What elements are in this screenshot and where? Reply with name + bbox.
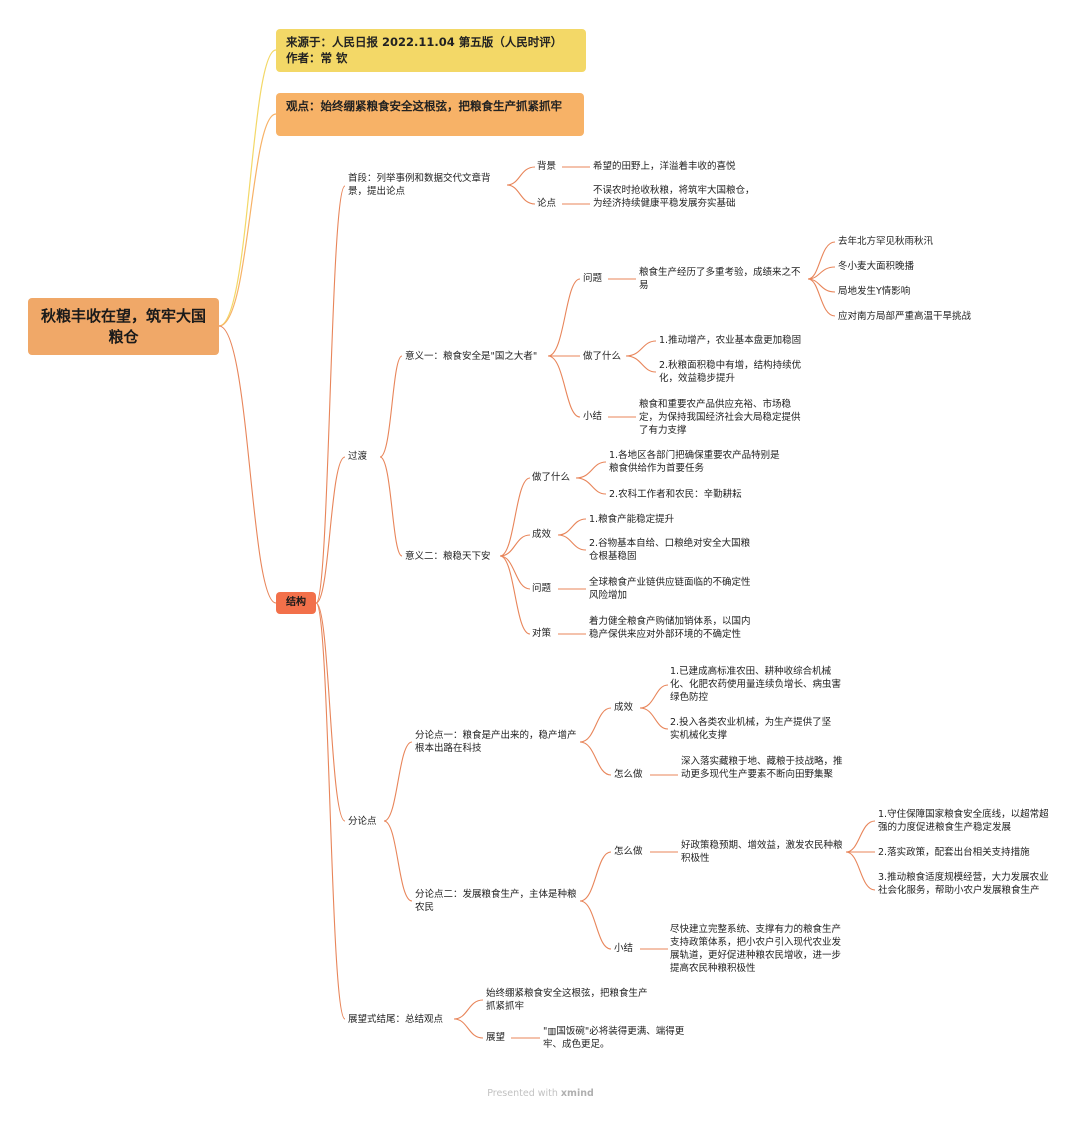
m1-problem-item-2[interactable]: 冬小麦大面积晚播 (838, 261, 915, 272)
meaning-one-title[interactable]: 意义一：粮食安全是"国之大者" (405, 351, 538, 362)
p2-how-text[interactable]: 好政策稳预期、增效益，激发农民种粮积极性 (681, 840, 843, 864)
p2-summary-label[interactable]: 小结 (614, 943, 634, 954)
m2-problem-text[interactable]: 全球粮食产业链供应链面临的不确定性风险增加 (589, 577, 751, 601)
outlook-label[interactable]: 展望 (486, 1032, 506, 1043)
p2-how-label[interactable]: 怎么做 (614, 846, 643, 857)
p1-how-label[interactable]: 怎么做 (614, 769, 643, 780)
section-transition-title[interactable]: 过渡 (348, 451, 368, 462)
m1-action-item-1[interactable]: 1.推动增产，农业基本盘更加稳固 (659, 335, 802, 346)
m2-problem-label[interactable]: 问题 (532, 583, 552, 594)
background-text[interactable]: 希望的田野上，洋溢着丰收的喜悦 (593, 161, 736, 172)
argument-label[interactable]: 论点 (537, 198, 557, 209)
p1-how-text[interactable]: 深入落实藏粮于地、藏粮于技战略，推动更多现代生产要素不断向田野集聚 (681, 756, 843, 780)
section-ending-title[interactable]: 展望式结尾：总结观点 (348, 1014, 444, 1025)
author-line: 作者：常 钦 (286, 51, 348, 65)
source-note[interactable]: 来源于：人民日报 2022.11.04 第五版（人民时评） 作者：常 钦 (276, 29, 586, 72)
p2-summary-text[interactable]: 尽快建立完整系统、支撑有力的粮食生产支持政策体系，把小农户引入现代农业发展轨道，… (670, 924, 842, 974)
m1-problem-item-1[interactable]: 去年北方罕见秋雨秋汛 (838, 236, 934, 247)
m1-summary-label[interactable]: 小结 (583, 411, 603, 422)
m2-action-item-1[interactable]: 1.各地区各部门把确保重要农产品特别是粮食供给作为首要任务 (609, 450, 780, 474)
outlook-text[interactable]: "▥国饭碗"必将装得更满、端得更牢、成色更足。 (543, 1026, 685, 1050)
footer-prefix: Presented with (487, 1088, 561, 1099)
m1-summary-text[interactable]: 粮食和重要农产品供应充裕、市场稳定，为保持我国经济社会大局稳定提供了有力支撑 (639, 399, 801, 436)
m1-problem-text[interactable]: 粮食生产经历了多重考验，成绩来之不易 (639, 267, 801, 291)
m2-effect-item-1[interactable]: 1.粮食产能稳定提升 (589, 514, 675, 525)
presented-with-footer: Presented with xmind (0, 1088, 1081, 1099)
m1-problem-label[interactable]: 问题 (583, 273, 603, 284)
m2-effect-item-2[interactable]: 2.谷物基本自给、口粮绝对安全大国粮仓根基稳固 (589, 538, 751, 562)
subpoint-one-title[interactable]: 分论点一：粮食是产出来的，稳产增产根本出路在科技 (415, 730, 577, 754)
section-subpoints-title[interactable]: 分论点 (348, 816, 377, 827)
meaning-two-title[interactable]: 意义二：粮稳天下安 (405, 551, 491, 562)
p2-how-item-1[interactable]: 1.守住保障国家粮食安全底线，以超常超强的力度促进粮食生产稳定发展 (878, 809, 1049, 833)
xmind-brand: xmind (560, 1088, 594, 1099)
m2-action-item-2[interactable]: 2.农科工作者和农民：辛勤耕耘 (609, 489, 742, 500)
m2-countermeasure-text[interactable]: 着力健全粮食产购储加销体系，以国内稳产保供来应对外部环境的不确定性 (589, 616, 751, 640)
m2-countermeasure-label[interactable]: 对策 (532, 628, 552, 639)
m2-effect-label[interactable]: 成效 (532, 529, 552, 540)
viewpoint-topic[interactable]: 观点：始终绷紧粮食安全这根弦，把粮食生产抓紧抓牢 (276, 93, 584, 136)
root-topic[interactable]: 秋粮丰收在望，筑牢大国粮仓 (28, 298, 219, 355)
p1-effect-label[interactable]: 成效 (614, 702, 634, 713)
m1-action-item-2[interactable]: 2.秋粮面积稳中有增，结构持续优化，效益稳步提升 (659, 360, 802, 384)
p2-how-item-2[interactable]: 2.落实政策，配套出台相关支持措施 (878, 847, 1030, 858)
structure-topic[interactable]: 结构 (276, 592, 316, 614)
m2-action-label[interactable]: 做了什么 (532, 472, 571, 483)
p1-effect-item-1[interactable]: 1.已建成高标准农田、耕种收综合机械化、化肥农药使用量连续负增长、病虫害绿色防控 (670, 666, 842, 703)
argument-text[interactable]: 不误农时抢收秋粮，将筑牢大国粮仓，为经济持续健康平稳发展夯实基础 (593, 185, 755, 209)
section-opening-title[interactable]: 首段：列举事例和数据交代文章背景，提出论点 (348, 173, 491, 197)
m1-action-label[interactable]: 做了什么 (583, 351, 622, 362)
background-label[interactable]: 背景 (537, 161, 557, 172)
p1-effect-item-2[interactable]: 2.投入各类农业机械，为生产提供了坚实机械化支撑 (670, 717, 832, 741)
ending-point-text[interactable]: 始终绷紧粮食安全这根弦，把粮食生产抓紧抓牢 (486, 988, 648, 1012)
m1-problem-item-4[interactable]: 应对南方局部严重高温干旱挑战 (838, 311, 972, 322)
m1-problem-item-3[interactable]: 局地发生Y情影响 (838, 286, 911, 297)
source-line: 来源于：人民日报 2022.11.04 第五版（人民时评） (286, 35, 563, 49)
subpoint-two-title[interactable]: 分论点二：发展粮食生产，主体是种粮农民 (415, 889, 577, 913)
p2-how-item-3[interactable]: 3.推动粮食适度规模经营，大力发展农业社会化服务，帮助小农户发展粮食生产 (878, 872, 1049, 896)
